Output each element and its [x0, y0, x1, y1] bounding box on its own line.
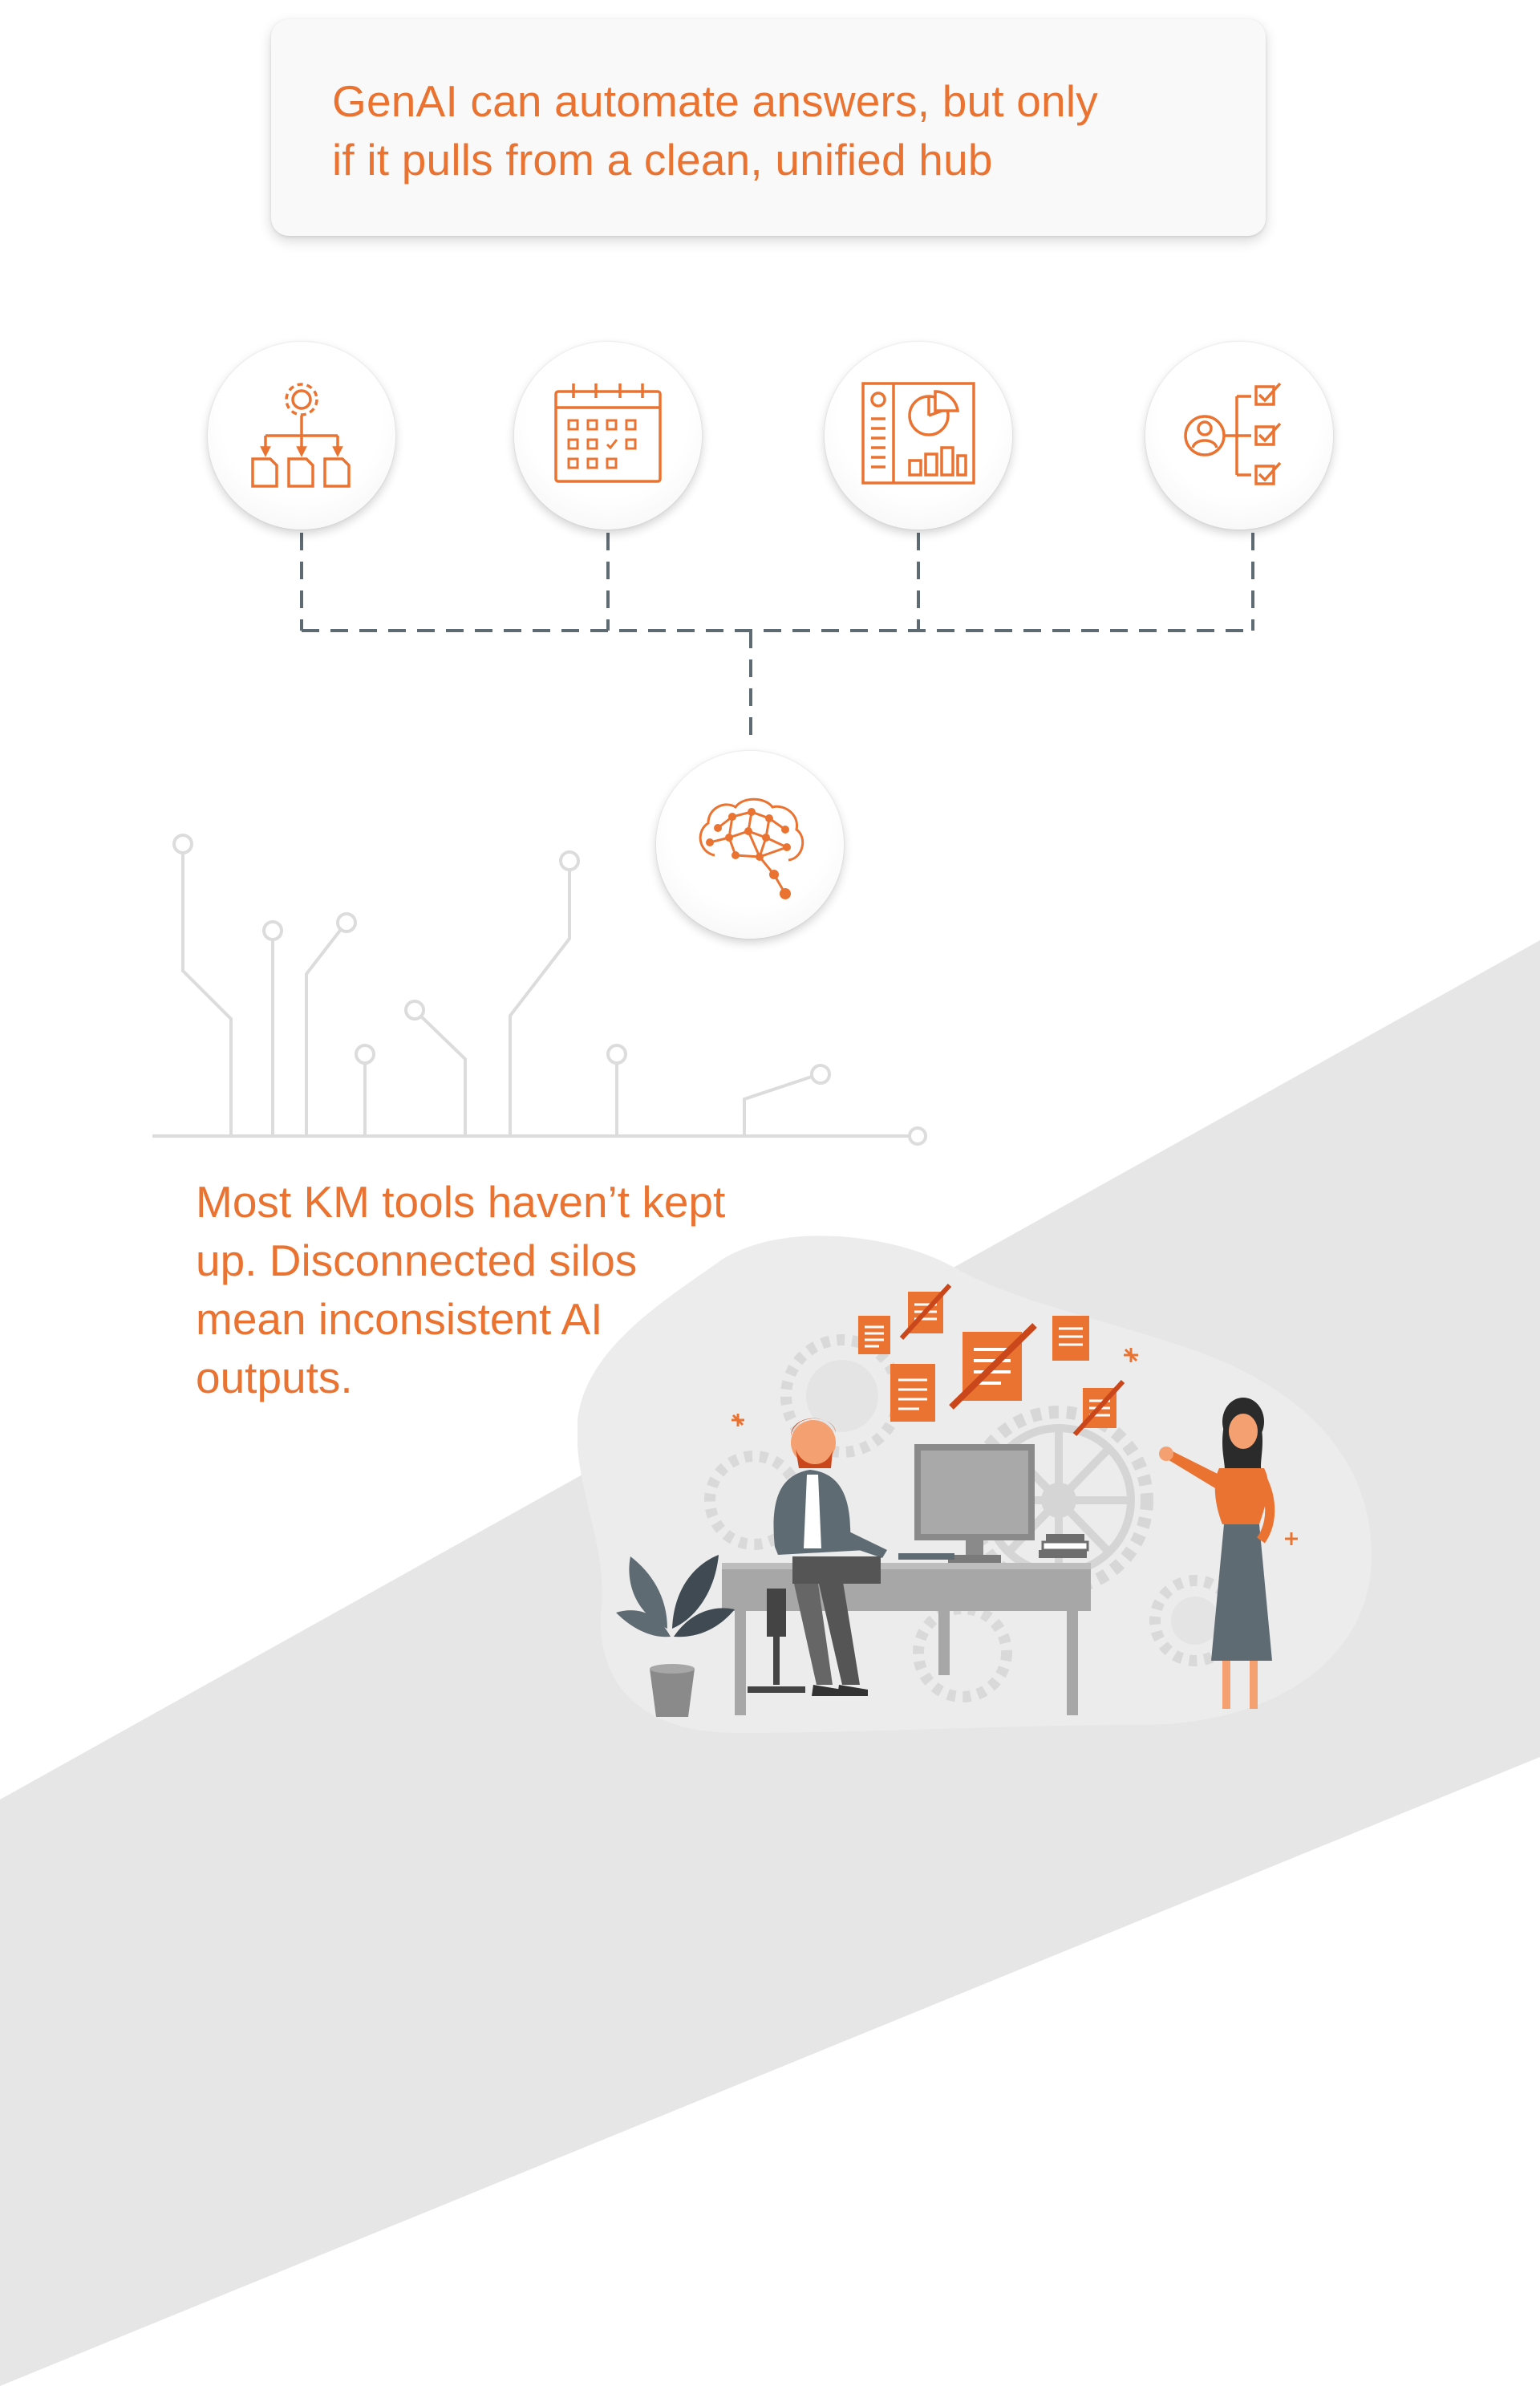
crossed-document-icon: [949, 1323, 1037, 1410]
dashboard-icon: [861, 382, 975, 485]
document-icon: [858, 1316, 890, 1354]
workflow-icon-circle: [208, 342, 395, 530]
calendar-icon: [554, 383, 662, 483]
books-icon: [1039, 1534, 1089, 1558]
checklist-icon: [1184, 382, 1282, 485]
workflow-icon: [251, 383, 351, 488]
dashed-connectors: [300, 533, 1254, 746]
headline-callout-box: GenAI can automate answers, but only if …: [271, 19, 1266, 236]
dashboard-icon-circle: [825, 342, 1012, 530]
gear-icon: [964, 1406, 1153, 1595]
connector-diagram: [152, 533, 1254, 1146]
crossed-document-icon: [899, 1283, 952, 1341]
ai-brain-icon-circle: [656, 751, 844, 939]
standing-woman-figure: [1159, 1398, 1275, 1709]
silos-description-text: Most KM tools haven’t kept up. Disconnec…: [196, 1177, 726, 1402]
potted-plant-icon: [616, 1555, 735, 1717]
document-icon: [1052, 1316, 1089, 1361]
seated-man-figure: [748, 1418, 887, 1696]
desktop-monitor-icon: [898, 1444, 1035, 1563]
office-illustration: [578, 1236, 1372, 1733]
document-icon: [890, 1364, 935, 1422]
ai-brain-icon: [699, 797, 804, 899]
headline-callout-text: GenAI can automate answers, but only if …: [332, 76, 1098, 185]
checklist-icon-circle: [1145, 342, 1333, 530]
circuit-decoration: [152, 834, 927, 1146]
calendar-icon-circle: [514, 342, 702, 530]
crossed-document-icon: [1072, 1379, 1125, 1437]
